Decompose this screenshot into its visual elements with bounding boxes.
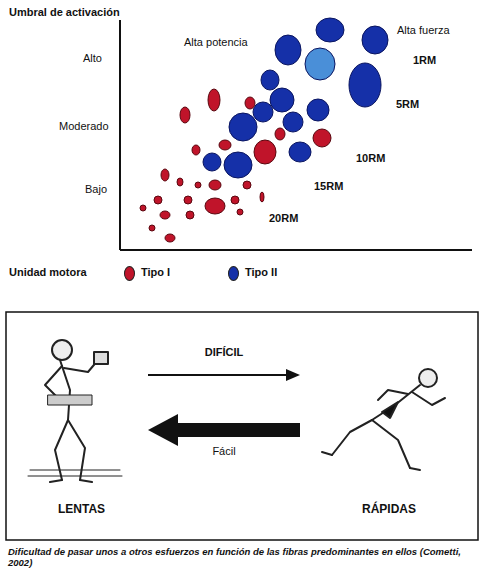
motor-unit: [180, 107, 190, 123]
chart-label: 20RM: [268, 212, 299, 225]
chart-label: Alto: [82, 52, 103, 65]
motor-unit: [243, 181, 251, 189]
motor-unit: [154, 196, 162, 204]
motor-unit: [208, 89, 220, 111]
y-axis: [119, 20, 121, 250]
motor-unit: [219, 140, 231, 150]
slow-athlete: [28, 340, 122, 482]
motor-unit: [224, 152, 252, 178]
fiber-type-group: LENTAS: [15, 330, 148, 520]
motor-unit: [283, 112, 303, 132]
chart-label: 5RM: [395, 98, 420, 111]
legend-swatch: [228, 266, 239, 281]
motor-unit: [231, 196, 239, 204]
motor-unit: [205, 198, 225, 214]
motor-unit: [195, 182, 201, 188]
chart-label: 1RM: [412, 54, 437, 67]
legend-swatch: [124, 266, 135, 281]
motor-unit: [177, 178, 183, 186]
edge-label: DIFÍCIL: [204, 346, 245, 359]
motor-unit: [307, 99, 329, 121]
motor-unit: [260, 192, 264, 202]
chart-label: Alta potencia: [183, 36, 249, 49]
motor-unit: [289, 142, 311, 162]
motor-unit: [165, 234, 175, 242]
motor-unit: [203, 153, 221, 171]
chart-label: 15RM: [313, 180, 344, 193]
chart-label: Bajo: [84, 183, 108, 196]
x-axis: [120, 249, 472, 251]
fiber-label: LENTAS: [15, 502, 148, 516]
panel-border: [6, 312, 478, 540]
motor-unit: [245, 97, 255, 109]
motor-unit: [362, 26, 388, 54]
motor-unit: [253, 102, 273, 122]
motor-unit: [186, 211, 194, 219]
chart-label: Umbral de activación: [8, 6, 121, 19]
transition-arrow: [148, 374, 286, 376]
chart-label: 10RM: [355, 152, 386, 165]
motor-unit: [261, 70, 279, 90]
fiber-type-group: RÁPIDAS: [300, 330, 478, 520]
motor-unit: [237, 209, 243, 215]
motor-unit: [192, 145, 200, 155]
motor-unit: [275, 35, 301, 65]
motor-unit: [161, 169, 169, 181]
motor-unit: [305, 48, 335, 80]
chart-label: Unidad motora: [8, 266, 88, 279]
motor-unit: [184, 196, 192, 204]
motor-unit: [254, 140, 276, 164]
motor-unit: [349, 63, 381, 107]
motor-units: [140, 18, 388, 242]
transition-arrow: [178, 423, 300, 437]
legend-text: Tipo II: [244, 266, 278, 279]
edge-label: Fácil: [211, 445, 236, 458]
motor-unit: [270, 88, 294, 112]
fiber-label: RÁPIDAS: [300, 502, 478, 516]
figure-caption: Dificultad de pasar unos a otros esfuerz…: [8, 546, 480, 569]
legend-text: Tipo I: [140, 266, 171, 279]
motor-unit: [275, 128, 285, 140]
motor-unit: [229, 113, 257, 141]
motor-unit: [160, 211, 170, 219]
motor-unit: [149, 225, 155, 231]
motor-unit: [209, 180, 221, 190]
motor-unit: [140, 205, 146, 211]
chart-label: Moderado: [58, 120, 110, 133]
chart-label: Alta fuerza: [396, 24, 451, 37]
fast-runner: [322, 369, 445, 470]
motor-unit: [313, 129, 331, 147]
motor-unit: [316, 18, 344, 42]
